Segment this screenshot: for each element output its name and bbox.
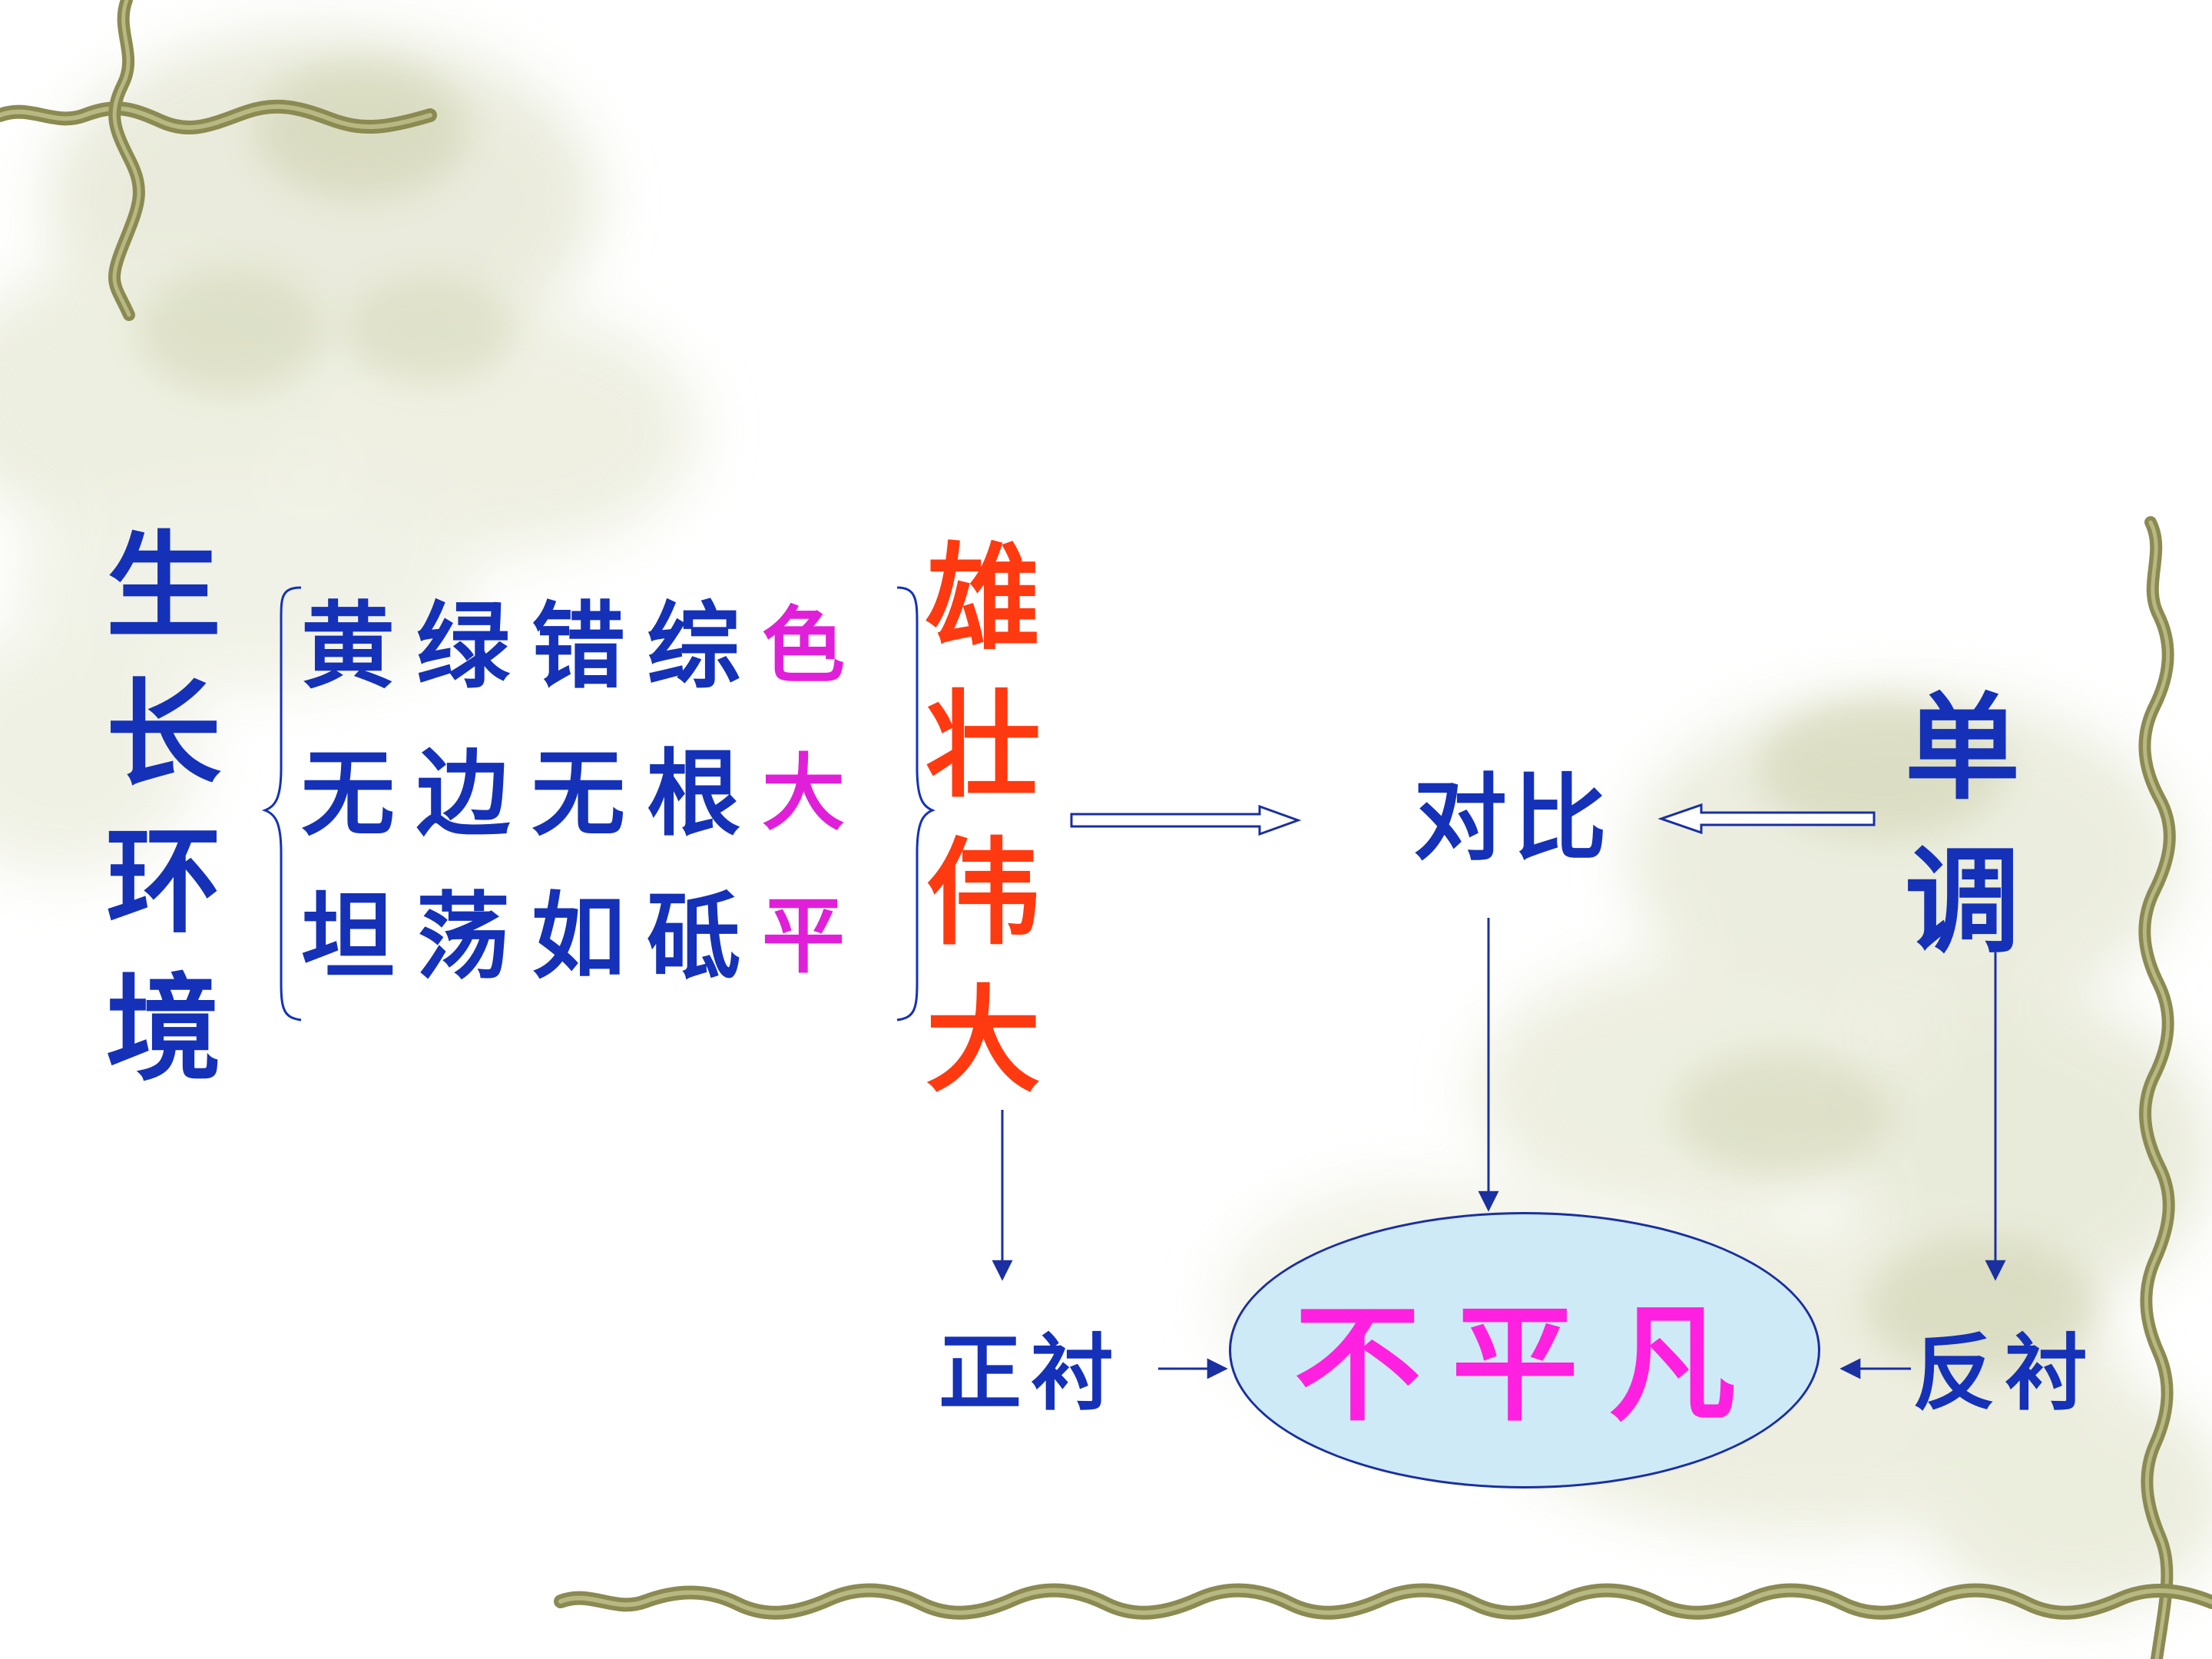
description-word: 黄 [301,592,395,701]
description-word: 坦 [301,882,395,992]
conclusion-oval [1229,1212,1820,1488]
flower-petals-bottom-right [1674,699,2097,1375]
description-word: 错 [531,592,625,701]
subject-char: 境 [106,963,222,1097]
left-brace [261,586,302,1022]
positive-foil-label: 正衬 [939,1326,1124,1422]
summary-char: 伟 [926,827,1041,961]
summary-char: 雄 [926,532,1041,666]
description-word: 边 [416,740,510,849]
description-word: 无 [531,740,625,849]
description-key: 色 [762,598,846,694]
twig-frame-right [2138,516,2176,1659]
subject-column: 生 长 环 境 [106,530,221,1120]
contrast-label: 对比 [1413,764,1613,873]
twig-frame-top-left [0,0,437,321]
description-row: 无 边 无 根 大 [301,740,869,848]
description-key: 平 [762,889,846,985]
description-word: 砥 [647,882,740,992]
monotone-char: 单 [1905,682,2021,816]
description-word: 根 [647,740,740,849]
description-word: 无 [301,740,395,849]
negative-foil-label: 反衬 [1912,1326,2098,1422]
description-row: 坦 荡 如 砥 平 [301,883,869,991]
summary-column: 雄 壮 伟 大 [926,541,1041,1131]
description-row: 黄 绿 错 综 色 [301,593,869,700]
right-brace [896,586,935,1022]
monotone-column: 单 调 [1905,691,2020,998]
subject-char: 生 [106,521,222,654]
description-word: 如 [531,882,625,992]
description-word: 荡 [416,882,510,992]
monotone-char: 调 [1905,836,2021,969]
arrow-summary-to-contrast [1070,804,1302,836]
conclusion-label: 不平凡 [1294,1291,1767,1439]
summary-char: 大 [926,975,1041,1108]
summary-char: 壮 [926,680,1041,813]
twig-frame-bottom [554,1583,2212,1620]
arrow-monotone-to-contrast [1657,803,1876,835]
subject-char: 长 [106,668,222,802]
description-key: 大 [762,746,846,842]
description-word: 综 [647,592,740,701]
subject-char: 环 [106,816,222,949]
description-word: 绿 [416,592,510,701]
